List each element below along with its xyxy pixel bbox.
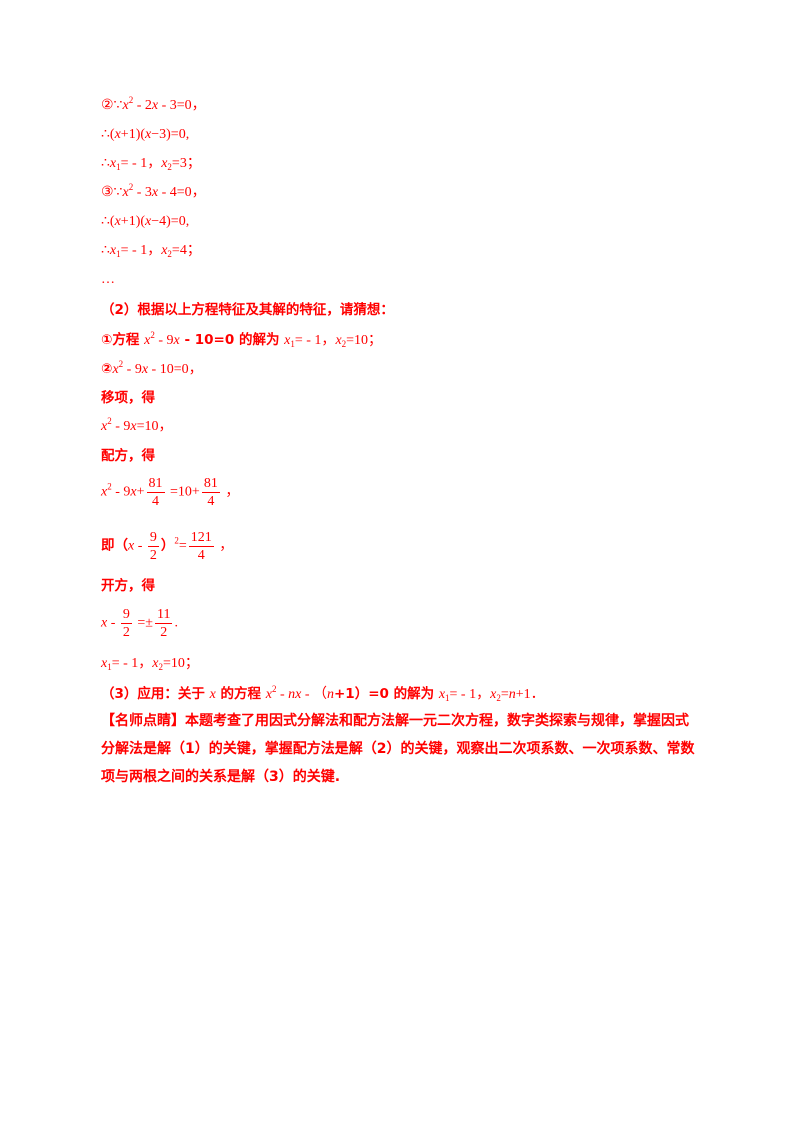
step-square-root: 开方，得 [101,578,155,594]
factored-line-2: ∴(x+1)(x−3)=0, [101,127,190,142]
teacher-commentary: 【名师点睛】本题考查了用因式分解法和配方法解一元二次方程，数字类探索与规律，掌握… [101,713,695,785]
guess-line-2: ②x2 - 9x - 10=0， [101,359,203,378]
guess-line-1: ①方程 x2 - 9x - 10=0 的解为 x1= - 1，x2=10； [101,330,383,349]
step-move-terms: 移项，得 [101,390,155,406]
ellipsis: … [101,272,115,287]
step-complete-square: 配方，得 [101,448,155,464]
factored-line-3: ∴(x+1)(x−4)=0, [101,214,190,229]
equation-line-2: ②∵x2 - 2x - 3=0， [101,95,206,114]
equation-line-3: ③∵x2 - 3x - 4=0， [101,182,206,201]
final-solutions: x1= - 1，x2=10； [101,656,199,672]
solution-line-3: ∴x1= - 1，x2=4； [101,243,201,259]
question-3-application: （3）应用：关于 x 的方程 x2 - nx - （n+1）=0 的解为 x1=… [101,684,545,703]
question-2-heading: （2）根据以上方程特征及其解的特征，请猜想： [101,302,394,318]
solution-line-2: ∴x1= - 1，x2=3； [101,156,201,172]
moved-equation: x2 - 9x=10， [101,416,173,435]
